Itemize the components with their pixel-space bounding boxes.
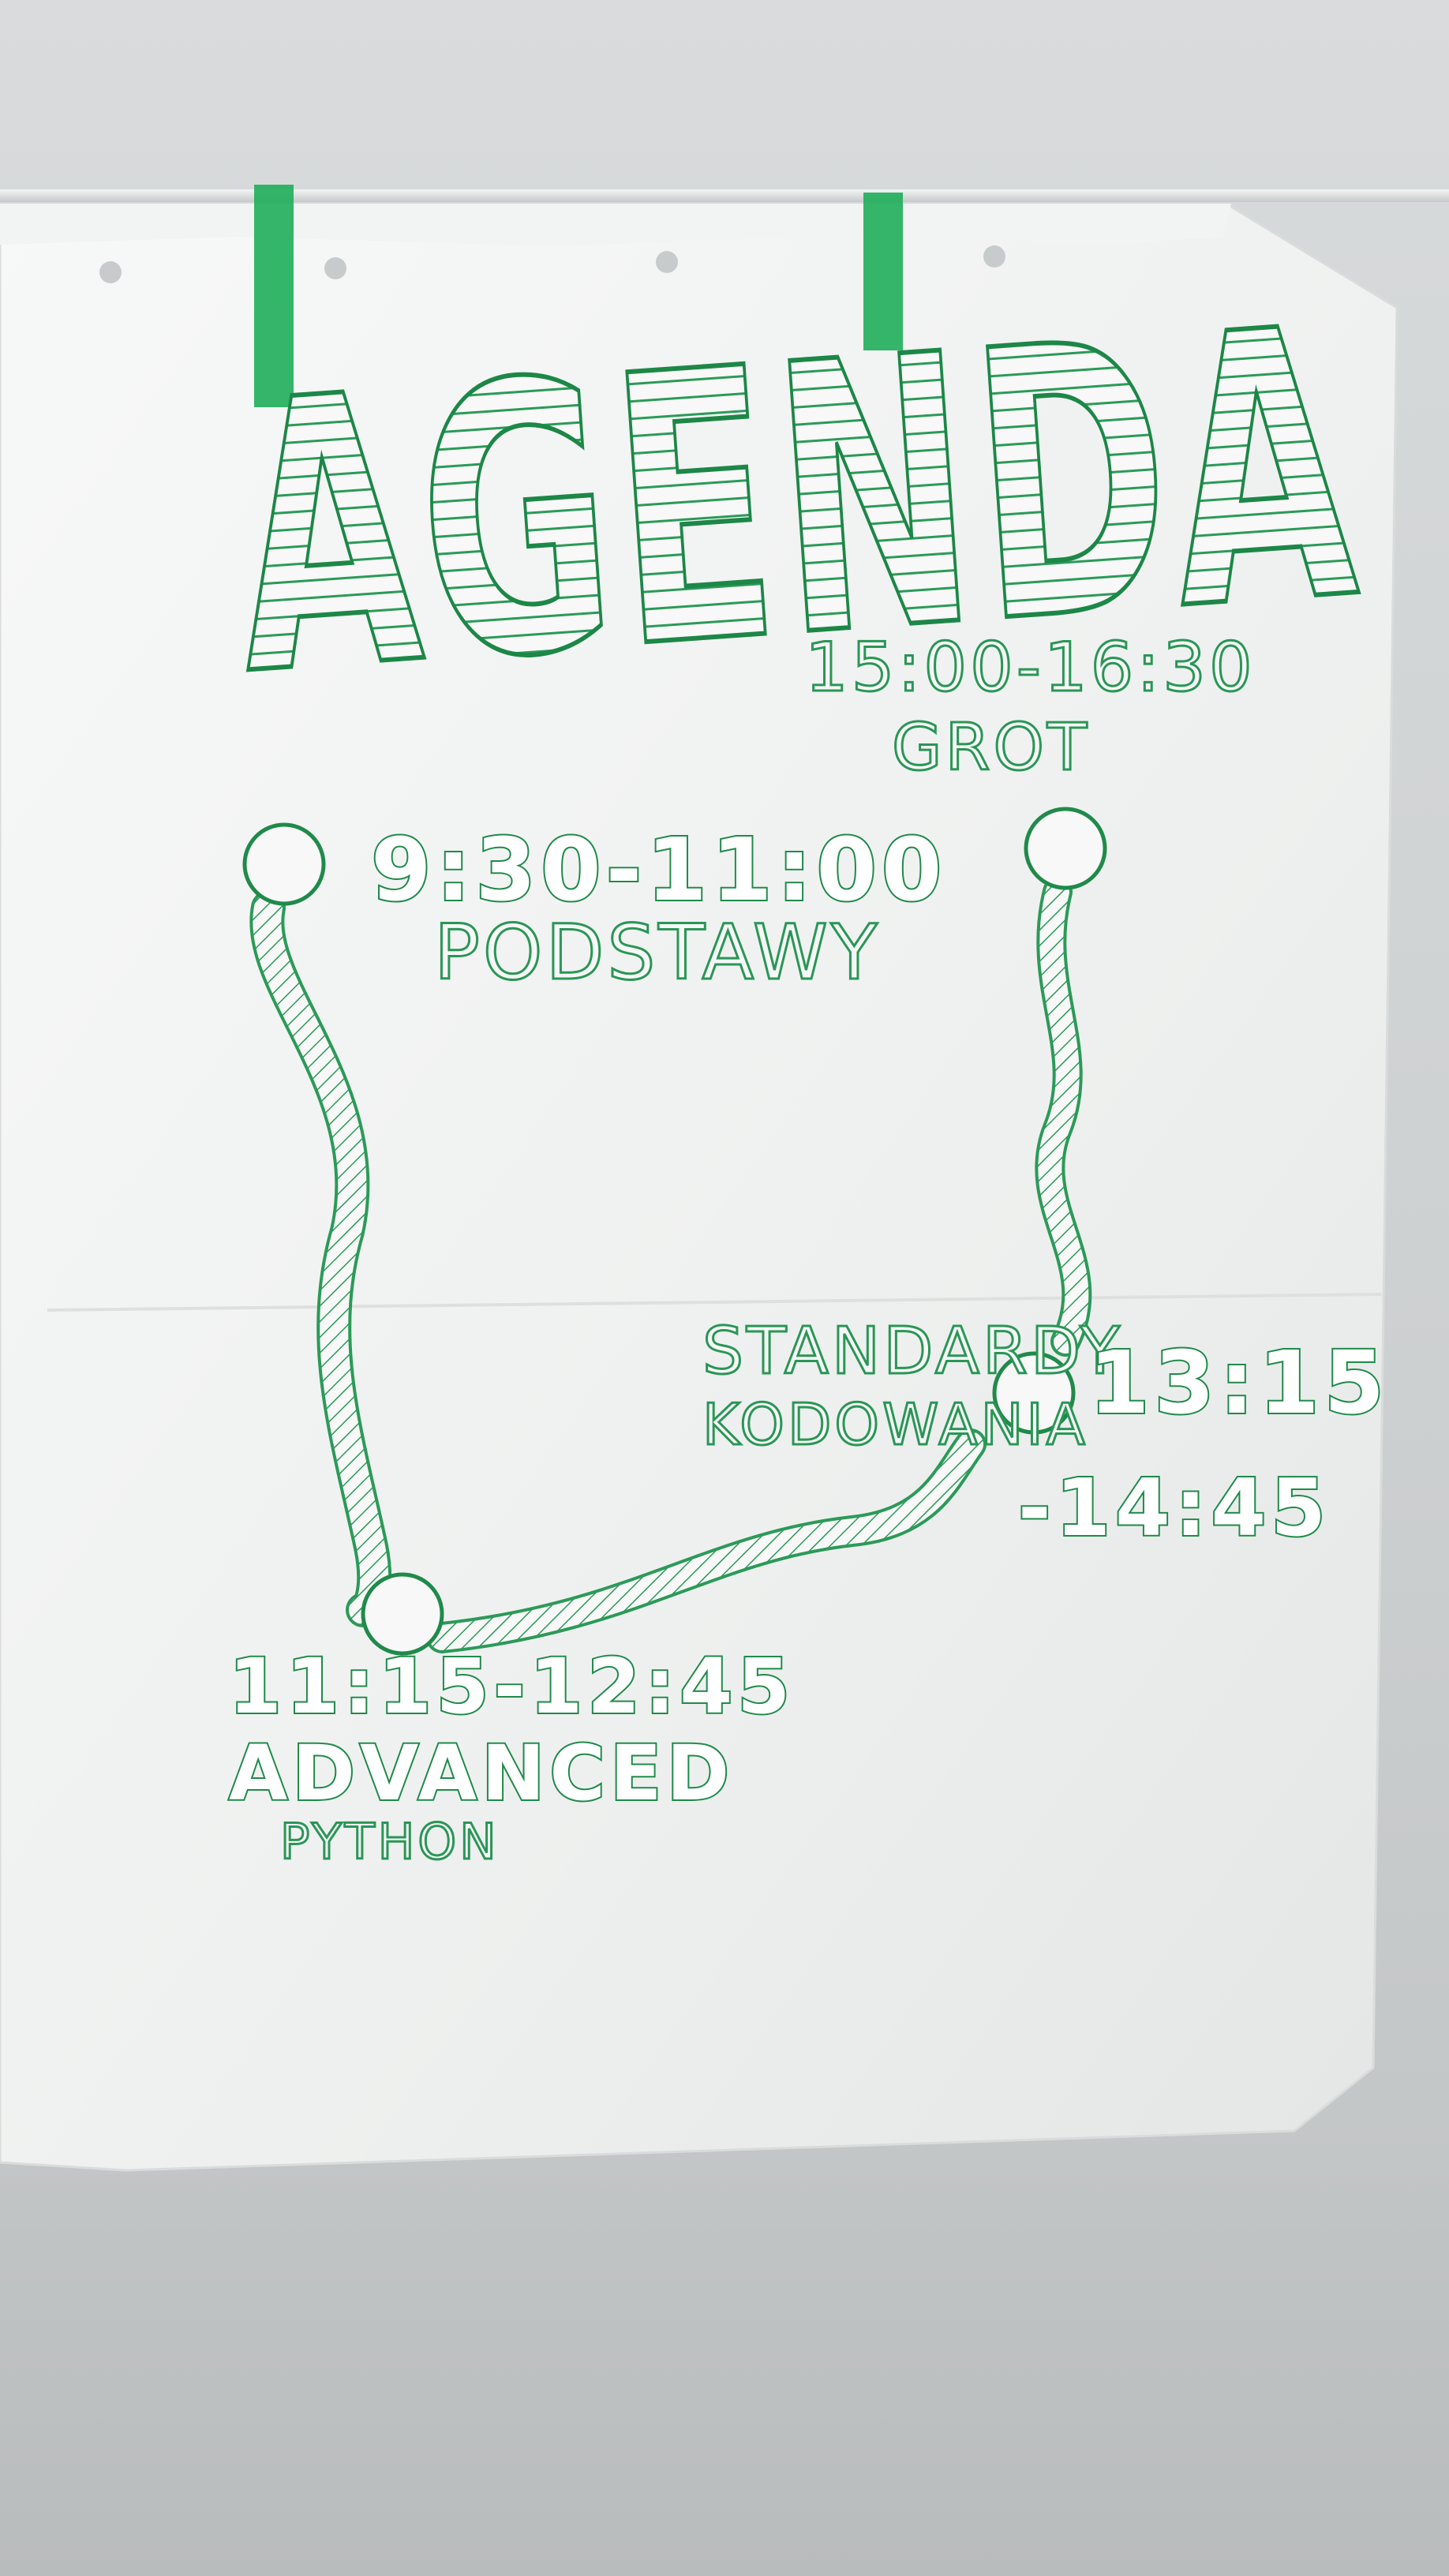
- session-3-time-end: -14:45: [1018, 1462, 1331, 1554]
- stop-markers: [242, 807, 1107, 1656]
- snake-path: [249, 877, 1092, 1653]
- paper-sheet: [0, 205, 1398, 2172]
- session-3-label2: KODOWANIA: [702, 1391, 1088, 1458]
- session-2-label: ADVANCED: [229, 1729, 734, 1818]
- session-4-time: 15:00-16:30: [805, 628, 1256, 707]
- session-4-label: GROT: [892, 710, 1090, 785]
- whiteboard-rail: [0, 189, 1449, 202]
- torn-edge: [0, 204, 1231, 246]
- punch-holes: [99, 245, 1005, 283]
- tape-right: [863, 193, 903, 350]
- agenda-title: AGENDA: [223, 248, 1371, 757]
- session-1-time: 9:30-11:00: [371, 819, 946, 920]
- session-2-label2: PYTHON: [280, 1813, 500, 1870]
- paper-fold: [47, 1293, 1382, 1312]
- session-3-time-start: 13:15: [1089, 1332, 1389, 1433]
- session-3-label: STANDARDY: [702, 1314, 1123, 1389]
- tape-left: [254, 185, 294, 407]
- session-1-label: PODSTAWY: [434, 908, 880, 997]
- session-2-time: 11:15-12:45: [229, 1642, 795, 1731]
